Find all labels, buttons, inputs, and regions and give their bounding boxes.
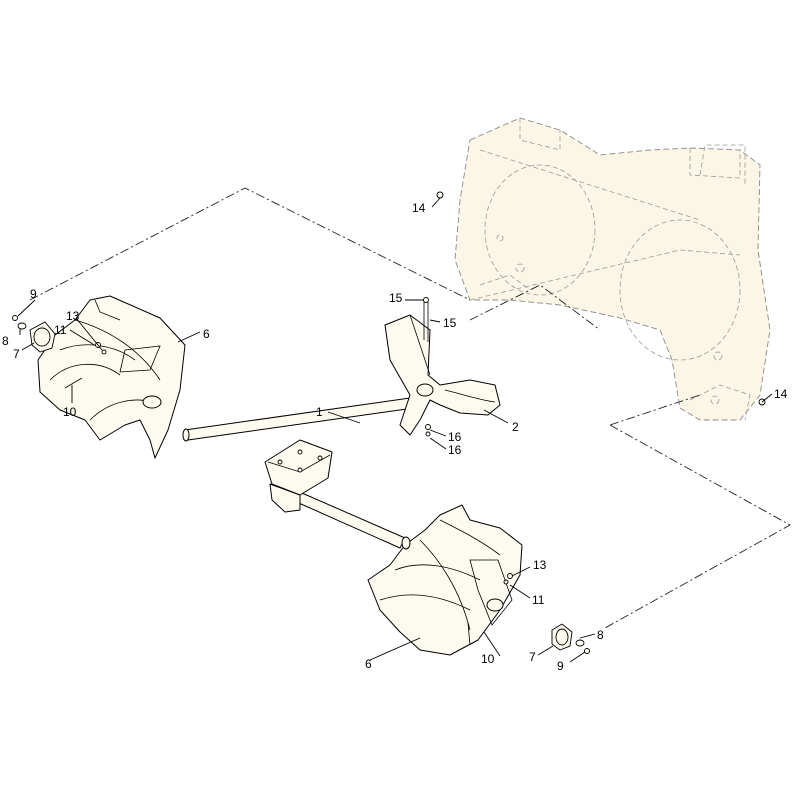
callout-11-right: 11: [532, 593, 545, 607]
callout-10-left: 10: [63, 405, 77, 419]
callout-10-right: 10: [481, 652, 495, 666]
callout-9-right: 9: [557, 659, 564, 673]
auger-housing-ghost: [454, 117, 771, 421]
callout-9-left: 9: [30, 287, 37, 301]
callout-16-lower: 16: [448, 443, 462, 457]
callout-15-lower: 15: [443, 316, 457, 330]
callout-13-left: 13: [66, 309, 80, 323]
auger-right: [367, 504, 523, 656]
callout-14-right: 14: [774, 387, 788, 401]
callout-7-right: 7: [529, 650, 536, 664]
callout-13-right: 13: [533, 558, 547, 572]
callout-1: 1: [316, 405, 323, 419]
callout-14-top: 14: [412, 201, 426, 215]
gearbox: [264, 439, 333, 513]
callout-6-right: 6: [365, 657, 372, 671]
callout-7-left: 7: [13, 347, 20, 361]
leader-lines: [17, 197, 773, 663]
auger-shaft: [182, 397, 415, 550]
callout-labels: 1 2 6 6 7 7 8 8 9 9 10 10 11 11 13 13 14…: [2, 201, 788, 673]
bolts-impeller: [423, 191, 766, 437]
bearing-left: [12, 315, 56, 353]
auger-left: [37, 295, 186, 459]
hardware-right: [467, 573, 590, 654]
impeller: [384, 314, 501, 436]
callout-11-left: 11: [54, 323, 67, 337]
callout-15-upper: 15: [389, 291, 403, 305]
callout-16-upper: 16: [448, 430, 462, 444]
callout-6-left: 6: [203, 327, 210, 341]
callout-8-right: 8: [597, 628, 604, 642]
callout-2: 2: [512, 420, 519, 434]
alignment-lines: [29, 187, 791, 629]
callout-8-left: 8: [2, 334, 9, 348]
